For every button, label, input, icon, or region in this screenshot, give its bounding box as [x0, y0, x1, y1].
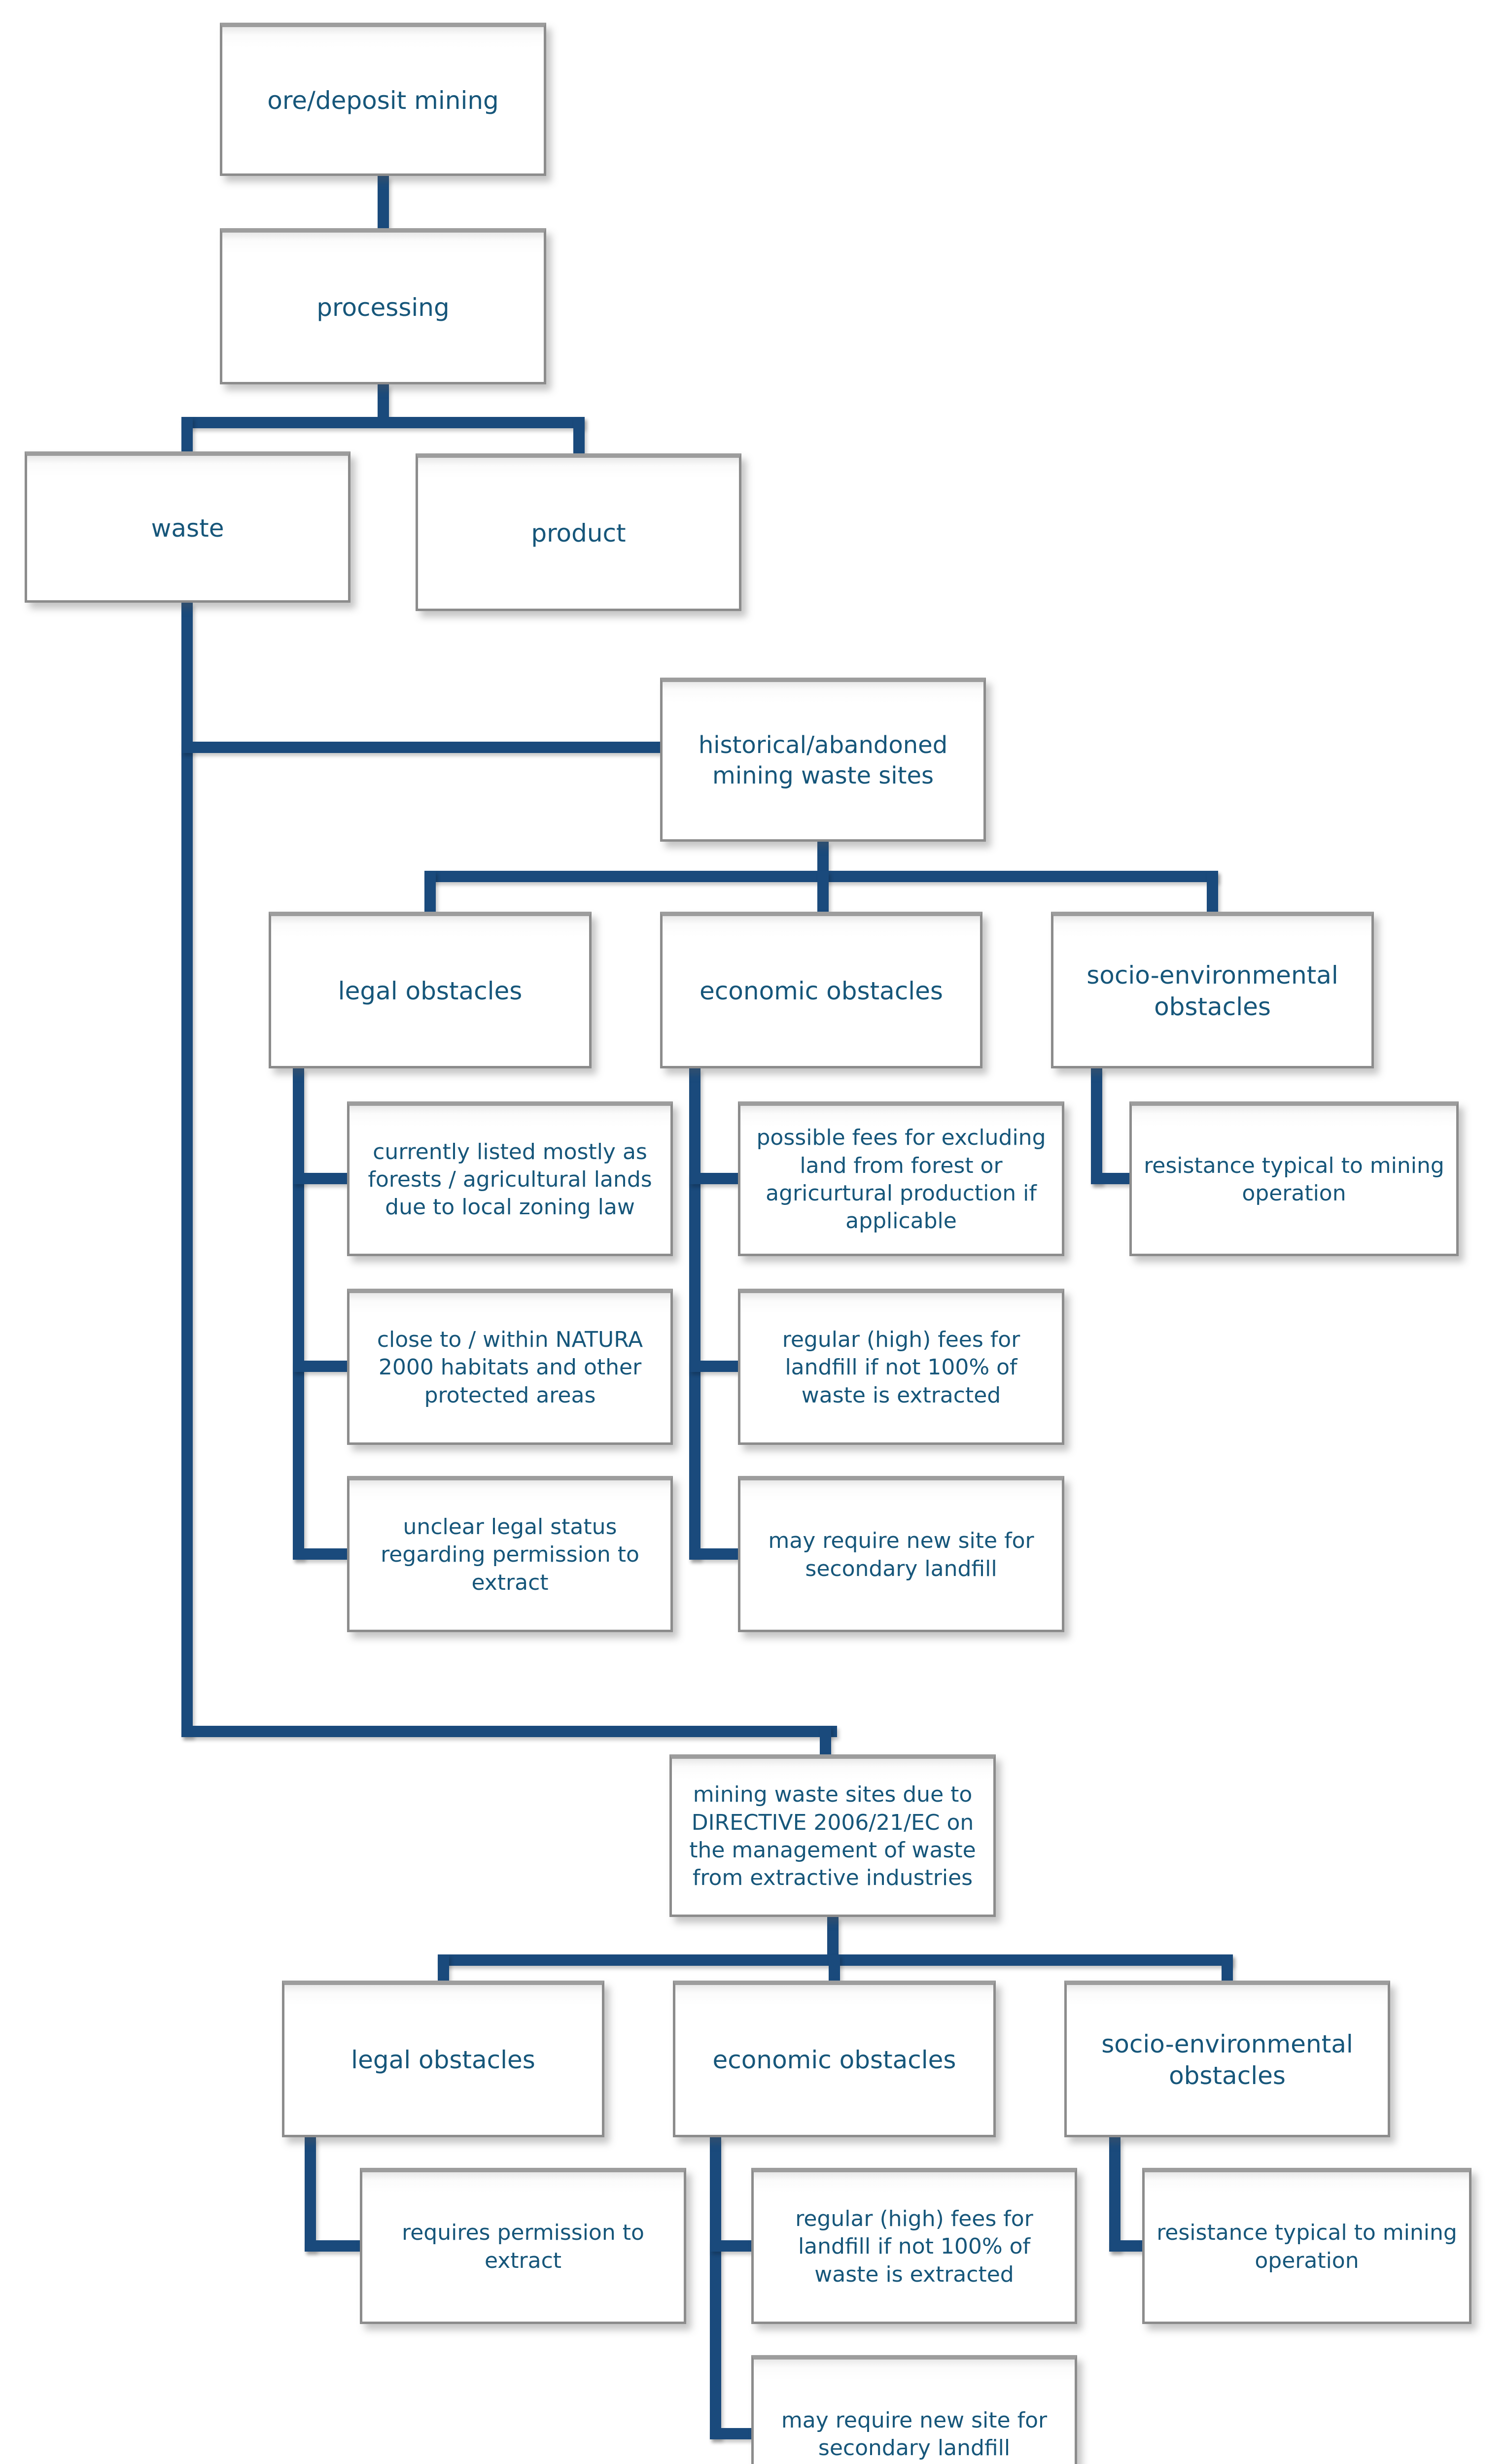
- node-label: legal obstacles: [338, 977, 523, 1005]
- connector-socio2-c1: [1109, 2240, 1142, 2252]
- connector-economic2-c2: [710, 2428, 751, 2439]
- node-label: may require new site for secondary landf…: [768, 1528, 1034, 1581]
- node-label: currently listed mostly as forests / agr…: [368, 1139, 652, 1220]
- connector-stem-socio2: [1109, 2137, 1121, 2252]
- connector-legal1-c1: [293, 1173, 347, 1184]
- node-label: economic obstacles: [700, 977, 943, 1005]
- node-label: historical/abandoned mining waste sites: [698, 731, 948, 789]
- connector-stem-legal1: [293, 1068, 304, 1560]
- connector-waste-trunk: [181, 603, 193, 1737]
- node-legal-obstacles-1: legal obstacles: [269, 912, 592, 1068]
- node-secondary-landfill-2: may require new site for secondary landf…: [751, 2355, 1077, 2464]
- node-label: requires permission to extract: [402, 2220, 644, 2273]
- node-label: product: [531, 519, 626, 548]
- node-waste: waste: [25, 451, 350, 603]
- connector-legal1-c2: [293, 1361, 347, 1372]
- node-label: economic obstacles: [712, 2046, 956, 2074]
- connector-socio1-c1: [1091, 1173, 1129, 1184]
- node-label: unclear legal status regarding permissio…: [381, 1514, 639, 1595]
- node-economic-obstacles-2: economic obstacles: [673, 1981, 996, 2137]
- node-label: socio-environmental obstacles: [1086, 961, 1338, 1021]
- node-label: resistance typical to mining operation: [1156, 2220, 1457, 2273]
- node-landfill-fees-2: regular (high) fees for landfill if not …: [751, 2168, 1077, 2324]
- connector-legal2-c1: [305, 2240, 360, 2252]
- node-label: resistance typical to mining operation: [1144, 1153, 1444, 1206]
- connector-rail1-to-legal1: [424, 871, 436, 912]
- node-landfill-fees-1: regular (high) fees for landfill if not …: [738, 1289, 1064, 1445]
- connector-rail-to-waste: [181, 417, 193, 451]
- node-resistance-2: resistance typical to mining operation: [1142, 2168, 1471, 2324]
- connector-directive-to-rail2: [827, 1917, 839, 1954]
- connector-economic1-c3: [689, 1548, 738, 1560]
- node-label: mining waste sites due to DIRECTIVE 2006…: [689, 1782, 976, 1891]
- node-label: regular (high) fees for landfill if not …: [795, 2206, 1033, 2287]
- connector-ore-processing: [378, 176, 389, 228]
- connector-historical-to-rail1: [817, 842, 829, 871]
- node-label: possible fees for excluding land from fo…: [756, 1125, 1046, 1234]
- connector-stem-economic2: [710, 2137, 721, 2439]
- node-label: socio-environmental obstacles: [1101, 2030, 1353, 2090]
- node-zoning-law: currently listed mostly as forests / agr…: [347, 1101, 673, 1256]
- node-socio-environmental-obstacles-2: socio-environmental obstacles: [1064, 1981, 1390, 2137]
- node-product: product: [416, 453, 741, 611]
- connector-stem-socio1: [1091, 1068, 1102, 1184]
- connector-rail1-to-socio1: [1207, 871, 1218, 912]
- connector-economic1-c1: [689, 1173, 738, 1184]
- node-label: ore/deposit mining: [267, 86, 499, 115]
- node-natura-2000: close to / within NATURA 2000 habitats a…: [347, 1289, 673, 1445]
- connector-legal1-c3: [293, 1548, 347, 1560]
- node-label: may require new site for secondary landf…: [781, 2407, 1048, 2461]
- connector-stem-legal2: [305, 2137, 316, 2252]
- connector-stem-economic1: [689, 1068, 700, 1560]
- connector-economic1-c2: [689, 1361, 738, 1372]
- node-secondary-landfill-1: may require new site for secondary landf…: [738, 1476, 1064, 1632]
- node-label: processing: [316, 293, 450, 322]
- node-possible-fees: possible fees for excluding land from fo…: [738, 1101, 1064, 1256]
- node-economic-obstacles-1: economic obstacles: [660, 912, 982, 1068]
- node-historical-abandoned-sites: historical/abandoned mining waste sites: [660, 678, 986, 842]
- node-label: waste: [151, 513, 224, 543]
- connector-waste-to-directive-h: [181, 1726, 837, 1737]
- connector-rail2-to-legal2: [438, 1954, 449, 1981]
- connector-rail-to-product: [573, 417, 585, 453]
- connector-rail2-to-economic2: [829, 1954, 840, 1981]
- node-ore-deposit-mining: ore/deposit mining: [220, 23, 546, 176]
- node-label: legal obstacles: [351, 2046, 535, 2074]
- node-label: regular (high) fees for landfill if not …: [782, 1327, 1020, 1408]
- node-unclear-legal-status: unclear legal status regarding permissio…: [347, 1476, 673, 1632]
- node-legal-obstacles-2: legal obstacles: [282, 1981, 604, 2137]
- node-requires-permission: requires permission to extract: [360, 2168, 686, 2324]
- connector-rail1-to-economic1: [817, 871, 829, 912]
- node-directive-2006-21-ec: mining waste sites due to DIRECTIVE 2006…: [669, 1754, 996, 1917]
- connector-economic2-c1: [710, 2240, 751, 2252]
- connector-rail-waste-product: [181, 417, 585, 428]
- node-resistance-1: resistance typical to mining operation: [1129, 1101, 1459, 1256]
- node-processing: processing: [220, 228, 546, 384]
- node-label: close to / within NATURA 2000 habitats a…: [377, 1327, 643, 1408]
- connector-waste-to-historical: [181, 742, 660, 753]
- connector-rail2-to-socio2: [1222, 1954, 1233, 1981]
- node-socio-environmental-obstacles-1: socio-environmental obstacles: [1051, 912, 1374, 1068]
- connector-waste-to-directive-v: [820, 1726, 831, 1754]
- connector-processing-rail: [378, 384, 389, 417]
